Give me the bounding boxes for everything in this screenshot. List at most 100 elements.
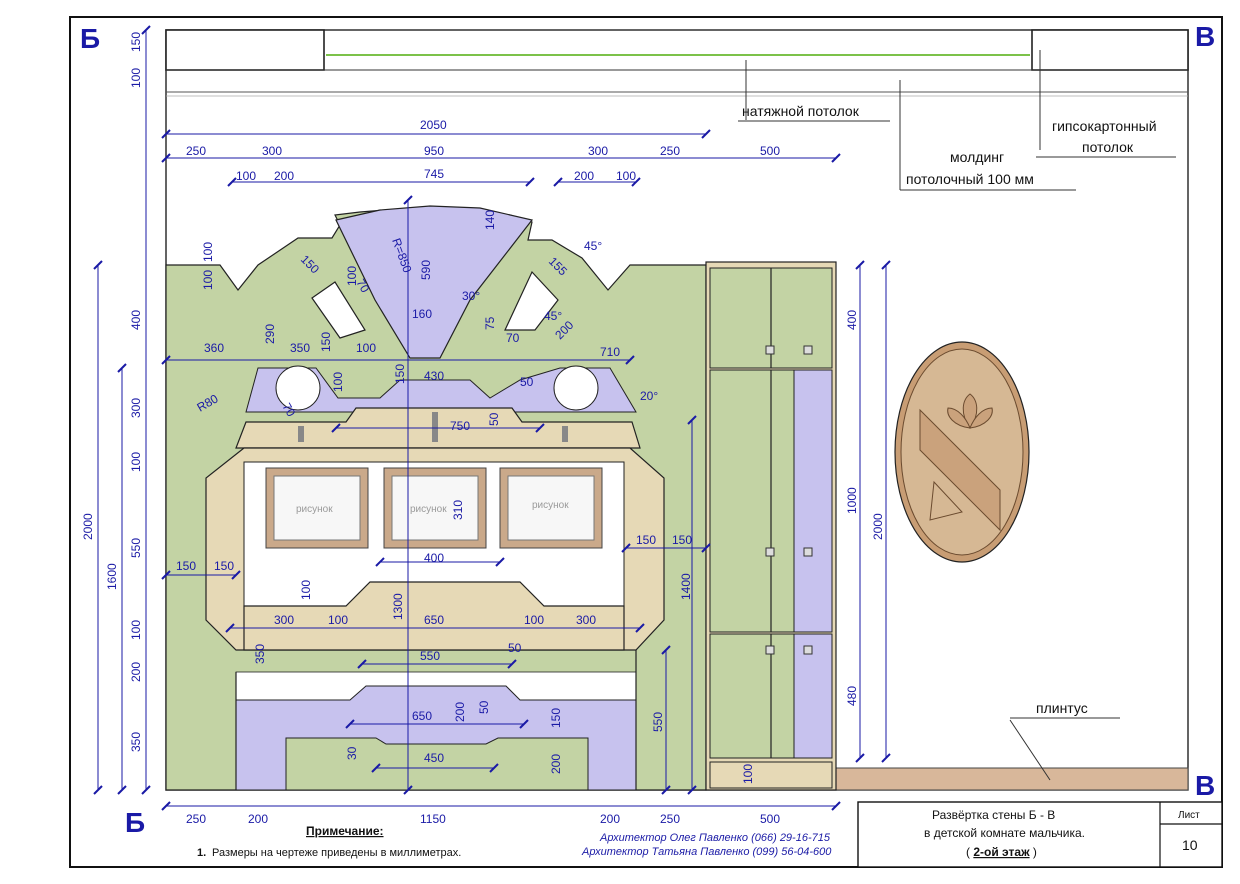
dim-inner-41: 650 <box>424 613 444 627</box>
dim-inner-40: 100 <box>328 613 348 627</box>
dimension-tick <box>687 785 697 795</box>
picture-1 <box>273 475 361 541</box>
dim-inner-48: 50 <box>477 700 491 714</box>
dimension-tick <box>371 763 381 773</box>
dim-left-6: 550 <box>129 538 143 558</box>
dim-inner-4: 590 <box>419 260 433 280</box>
leaf-icon-3 <box>969 407 993 429</box>
dim-inner-26: 50 <box>520 375 534 389</box>
dim-inner-50: 200 <box>453 702 467 722</box>
dim-inner-34: 150 <box>176 559 196 573</box>
callout-drywall-ceiling-1: гипсокартонный <box>1052 118 1157 134</box>
knob-3 <box>765 547 775 557</box>
dim-bottom-2: 200 <box>248 812 268 826</box>
dimension-tick <box>701 129 711 139</box>
shelf-bracket-2 <box>432 412 438 442</box>
dim-row2-3: 745 <box>424 167 444 181</box>
dim-inner-20: 100 <box>356 341 376 355</box>
dim-inner-45: 350 <box>253 644 267 664</box>
dimension-tick <box>831 801 841 811</box>
leaf-icon-2 <box>947 407 971 429</box>
picture-label-1: рисунок <box>296 504 333 515</box>
sheet-number: 10 <box>1182 837 1198 853</box>
drywall-ceiling-left <box>165 29 325 71</box>
title-line-3-close: ) <box>1030 845 1037 859</box>
dim-cab-1: 400 <box>845 310 859 330</box>
base-step <box>285 737 589 791</box>
dimension-tick <box>161 129 171 139</box>
dim-row2-1: 100 <box>236 169 256 183</box>
dim-inner-2: 100 <box>201 270 215 290</box>
title-block-frame <box>857 801 1223 868</box>
dim-inner-35: 150 <box>214 559 234 573</box>
dim-left-1600: 1600 <box>105 563 119 590</box>
dim-inner-37: 150 <box>672 533 692 547</box>
knob-2 <box>803 345 813 355</box>
dim-inner-54: 450 <box>424 751 444 765</box>
title-block: Развёртка стены Б - В в детской комнате … <box>857 801 1223 868</box>
dimension-tick <box>161 570 171 580</box>
dim-inner-36: 150 <box>636 533 656 547</box>
dimension-tick <box>855 260 865 270</box>
oval-mirror <box>894 341 1030 563</box>
title-floor: 2-ой этаж <box>973 845 1030 859</box>
wardrobe <box>705 261 837 791</box>
dim-inner-21: 150 <box>393 364 407 384</box>
dim-inner-30: 750 <box>450 419 470 433</box>
dimension-tick <box>117 785 127 795</box>
dimension-tick <box>661 645 671 655</box>
corner-label-b-top: Б <box>80 23 100 54</box>
purple-band <box>245 367 637 413</box>
corner-label-b-bottom: Б <box>125 807 145 838</box>
dim-left-8: 200 <box>129 662 143 682</box>
picture-label-2: рисунок <box>410 504 447 515</box>
dim-inner-22: 430 <box>424 369 444 383</box>
dim-inner-39: 300 <box>274 613 294 627</box>
title-line-3-open: ( <box>966 845 973 859</box>
dim-left-total: 2000 <box>81 513 95 540</box>
dim-left-7: 100 <box>129 620 143 640</box>
dimension-tick <box>519 719 529 729</box>
callout-drywall-ceiling-2: потолок <box>1082 139 1134 155</box>
dimension-tick <box>141 785 151 795</box>
dim-inner-28: 70 <box>279 401 298 420</box>
dim-inner-1: 100 <box>201 242 215 262</box>
dim-inner-33: 400 <box>424 551 444 565</box>
dim-inner-23: 710 <box>600 345 620 359</box>
knob-6 <box>803 645 813 655</box>
dim-inner-49: 650 <box>412 709 432 723</box>
dimension-tick <box>161 355 171 365</box>
shelf-bracket-1 <box>298 426 304 442</box>
note-heading: Примечание: <box>306 824 384 838</box>
window-cutout-right <box>504 270 559 331</box>
picture-2 <box>391 475 479 541</box>
dim-inner-31: 310 <box>451 500 465 520</box>
dimension-tick <box>525 177 535 187</box>
dim-cab-total: 2000 <box>871 513 885 540</box>
dim-top-total: 2050 <box>420 118 447 132</box>
dimension-tick <box>687 415 697 425</box>
dim-left-2: 100 <box>129 68 143 88</box>
notes-area: Примечание: 1. Размеры на чертеже привед… <box>197 824 832 859</box>
dimension-ticks <box>93 25 891 811</box>
dim-row2-4: 200 <box>574 169 594 183</box>
dim-bottom-5: 250 <box>660 812 680 826</box>
dim-top-4: 300 <box>588 144 608 158</box>
oval-triangle <box>929 480 963 521</box>
dim-inner-44: 1300 <box>391 593 405 620</box>
dim-inner-43: 300 <box>576 613 596 627</box>
dimension-tick <box>495 557 505 567</box>
dim-inner-57: 100 <box>345 266 359 286</box>
dim-inner-14: 75 <box>483 316 497 330</box>
note-text: Размеры на чертеже приведены в миллиметр… <box>212 847 461 859</box>
dimension-tick <box>701 543 711 553</box>
callout-molding-1: молдинг <box>950 149 1004 165</box>
callout-stretch-ceiling: натяжной потолок <box>742 103 860 119</box>
dim-inner-6: 140 <box>483 210 497 230</box>
corner-label-v-top: В <box>1195 21 1215 52</box>
dim-left-4: 300 <box>129 398 143 418</box>
wardrobe-purple-strip <box>793 369 833 633</box>
dim-inner-18: 360 <box>204 341 224 355</box>
drywall-ceiling-right <box>1031 29 1189 71</box>
dimension-tick <box>141 25 151 35</box>
